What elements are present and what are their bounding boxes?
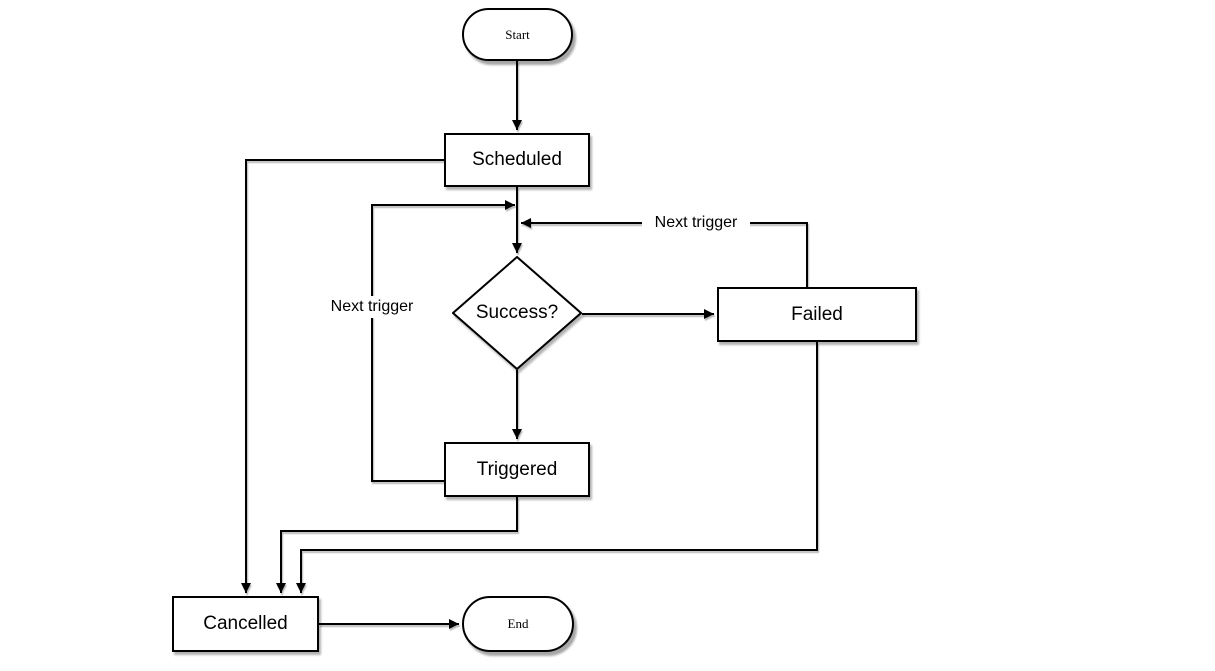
- edge-triggered-to-cancelled: [276, 497, 518, 593]
- node-scheduled: Scheduled: [444, 133, 590, 187]
- edge-failed-to-cancelled: [296, 342, 818, 593]
- edge-label-text: Next trigger: [654, 214, 738, 231]
- edge-label-next-trigger-right: Next trigger: [642, 212, 750, 234]
- node-failed: Failed: [717, 287, 917, 342]
- edge-label-next-trigger-left: Next trigger: [318, 296, 426, 318]
- node-triggered: Triggered: [444, 442, 590, 497]
- node-success-label: Success?: [475, 302, 559, 323]
- node-success: Success?: [452, 256, 582, 370]
- node-end: End: [462, 596, 574, 652]
- edge-failed-loop-to-junction: [521, 218, 808, 287]
- node-cancelled-label: Cancelled: [203, 613, 288, 634]
- node-start: Start: [462, 8, 573, 61]
- node-failed-label: Failed: [791, 303, 843, 325]
- node-end-label: End: [507, 616, 529, 631]
- edge-label-text: Next trigger: [330, 298, 414, 315]
- decision-diamond-shape: [452, 256, 582, 370]
- edge-scheduled-to-cancelled: [241, 159, 444, 593]
- node-start-label: Start: [505, 26, 530, 42]
- node-cancelled: Cancelled: [172, 596, 319, 652]
- node-scheduled-label: Scheduled: [472, 149, 562, 170]
- edge-triggered-loop-to-junction: [371, 200, 515, 482]
- node-triggered-label: Triggered: [476, 458, 558, 480]
